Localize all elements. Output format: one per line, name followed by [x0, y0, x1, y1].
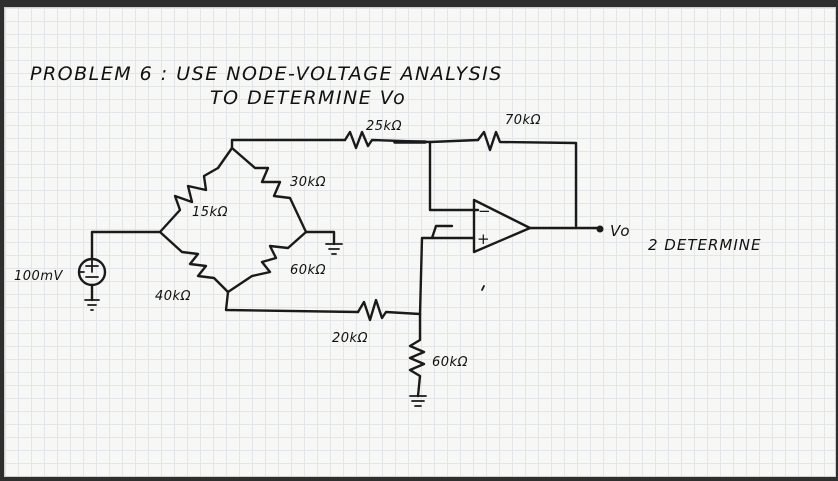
label-r25: 25kΩ [366, 119, 402, 134]
stray-mark [481, 285, 485, 291]
output-label: Vo [610, 222, 631, 240]
wire-bottom [224, 224, 476, 322]
label-r60b: 60kΩ [432, 355, 468, 370]
output-note: 2 DETERMINE [648, 236, 761, 254]
label-r60a: 60kΩ [290, 263, 326, 278]
resistor-r60b [408, 312, 427, 407]
output-node [596, 225, 604, 233]
source-label: 100mV [14, 269, 63, 284]
bridge [158, 146, 308, 294]
opamp-plus: + [477, 230, 490, 248]
label-r15: 15kΩ [192, 205, 228, 220]
voltage-source [77, 230, 162, 311]
wire-top [230, 130, 578, 228]
title-line2: TO DETERMINE Vo [210, 87, 406, 109]
label-r20: 20kΩ [332, 331, 368, 346]
label-r30: 30kΩ [290, 175, 326, 190]
opamp-minus: − [478, 202, 491, 220]
title-line1: PROBLEM 6 : USE NODE-VOLTAGE ANALYSIS [30, 63, 503, 85]
label-r40: 40kΩ [155, 289, 191, 304]
wire-inverting [428, 140, 480, 212]
label-r70: 70kΩ [505, 113, 541, 128]
grid-paper [4, 7, 836, 477]
ground-bridge [304, 230, 343, 255]
opamp: − + [472, 198, 532, 254]
